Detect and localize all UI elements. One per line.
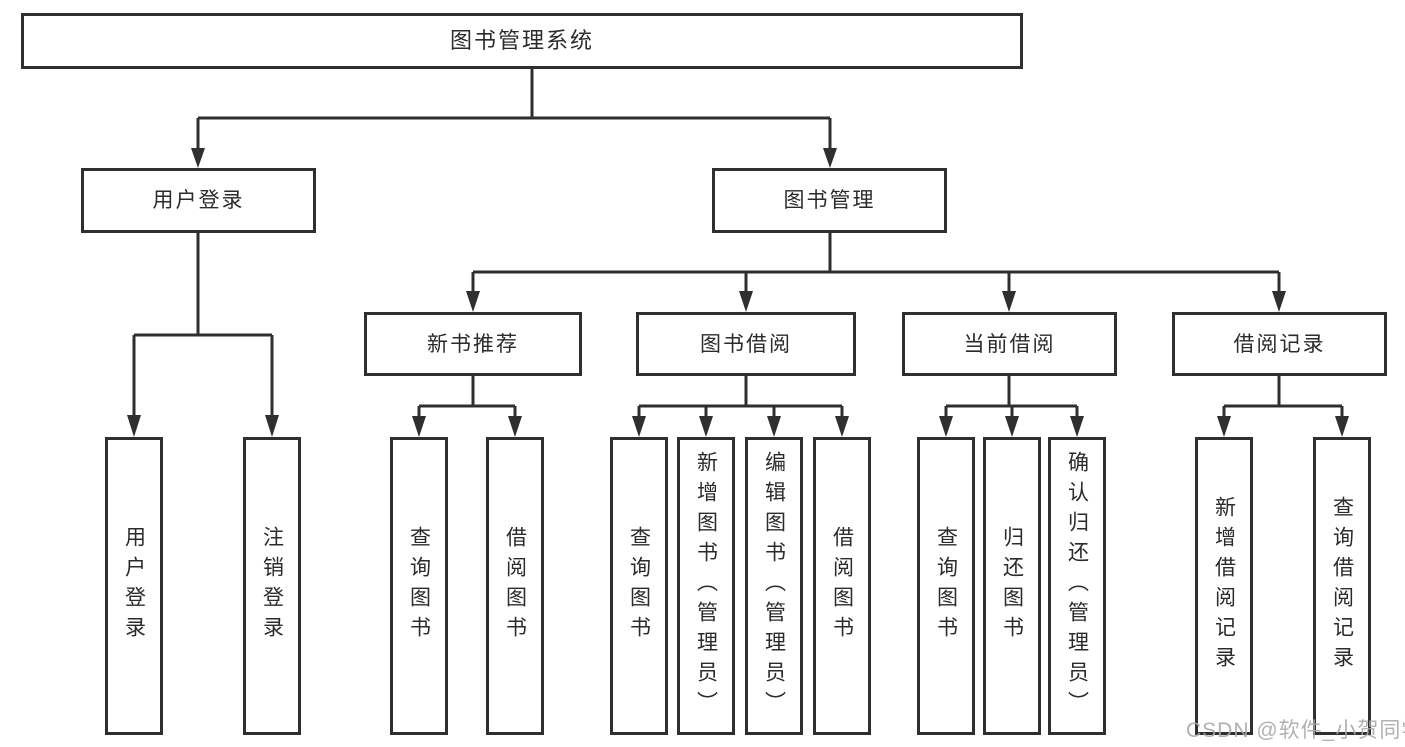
- leaf-label: 查询借阅记录: [1330, 496, 1354, 676]
- leaf-confirm-return-admin: 确认归还（管理员）: [1048, 437, 1106, 735]
- leaf-add-borrow-record: 新增借阅记录: [1195, 437, 1253, 735]
- leaf-label: 查询图书: [627, 526, 651, 646]
- leaf-query-books-recommend: 查询图书: [390, 437, 448, 735]
- node-new-book-recommend: 新书推荐: [364, 312, 582, 376]
- leaf-borrow-books-recommend: 借阅图书: [486, 437, 544, 735]
- leaf-logout: 注销登录: [243, 437, 301, 735]
- node-label: 当前借阅: [963, 332, 1056, 356]
- arrowheads: [127, 148, 1349, 437]
- node-user-login: 用户登录: [81, 168, 316, 233]
- node-label: 借阅记录: [1233, 332, 1326, 356]
- leaf-label: 确认归还（管理员）: [1065, 451, 1089, 721]
- leaf-query-borrow-record: 查询借阅记录: [1313, 437, 1371, 735]
- leaf-label: 归还图书: [1000, 526, 1024, 646]
- leaf-add-books-admin: 新增图书（管理员）: [677, 437, 735, 735]
- leaf-label: 新增图书（管理员）: [694, 451, 718, 721]
- node-current-borrow: 当前借阅: [902, 312, 1117, 376]
- leaf-label: 查询图书: [934, 526, 958, 646]
- leaf-user-login: 用户登录: [105, 437, 163, 735]
- leaf-label: 注销登录: [260, 526, 284, 646]
- leaf-query-books-borrow: 查询图书: [610, 437, 668, 735]
- node-label: 图书管理系统: [449, 28, 594, 53]
- node-label: 新书推荐: [427, 332, 519, 356]
- leaf-label: 查询图书: [407, 526, 431, 646]
- node-borrow-records: 借阅记录: [1172, 312, 1387, 376]
- node-label: 用户登录: [152, 189, 245, 212]
- node-label: 图书管理: [783, 189, 876, 212]
- leaf-label: 借阅图书: [830, 526, 854, 646]
- leaf-label: 用户登录: [122, 526, 146, 646]
- node-library-management-system: 图书管理系统: [21, 13, 1023, 69]
- leaf-label: 借阅图书: [503, 526, 527, 646]
- leaf-borrow-books: 借阅图书: [813, 437, 871, 735]
- node-book-borrow: 图书借阅: [636, 312, 856, 376]
- leaf-edit-books-admin: 编辑图书（管理员）: [745, 437, 803, 735]
- node-book-management: 图书管理: [712, 168, 947, 233]
- leaf-return-books: 归还图书: [983, 437, 1041, 735]
- node-label: 图书借阅: [700, 332, 792, 356]
- leaf-query-books-current: 查询图书: [917, 437, 975, 735]
- leaf-label: 编辑图书（管理员）: [762, 451, 786, 721]
- leaf-label: 新增借阅记录: [1212, 496, 1236, 676]
- csdn-watermark: CSDN @软件_小贺同学: [1186, 719, 1405, 742]
